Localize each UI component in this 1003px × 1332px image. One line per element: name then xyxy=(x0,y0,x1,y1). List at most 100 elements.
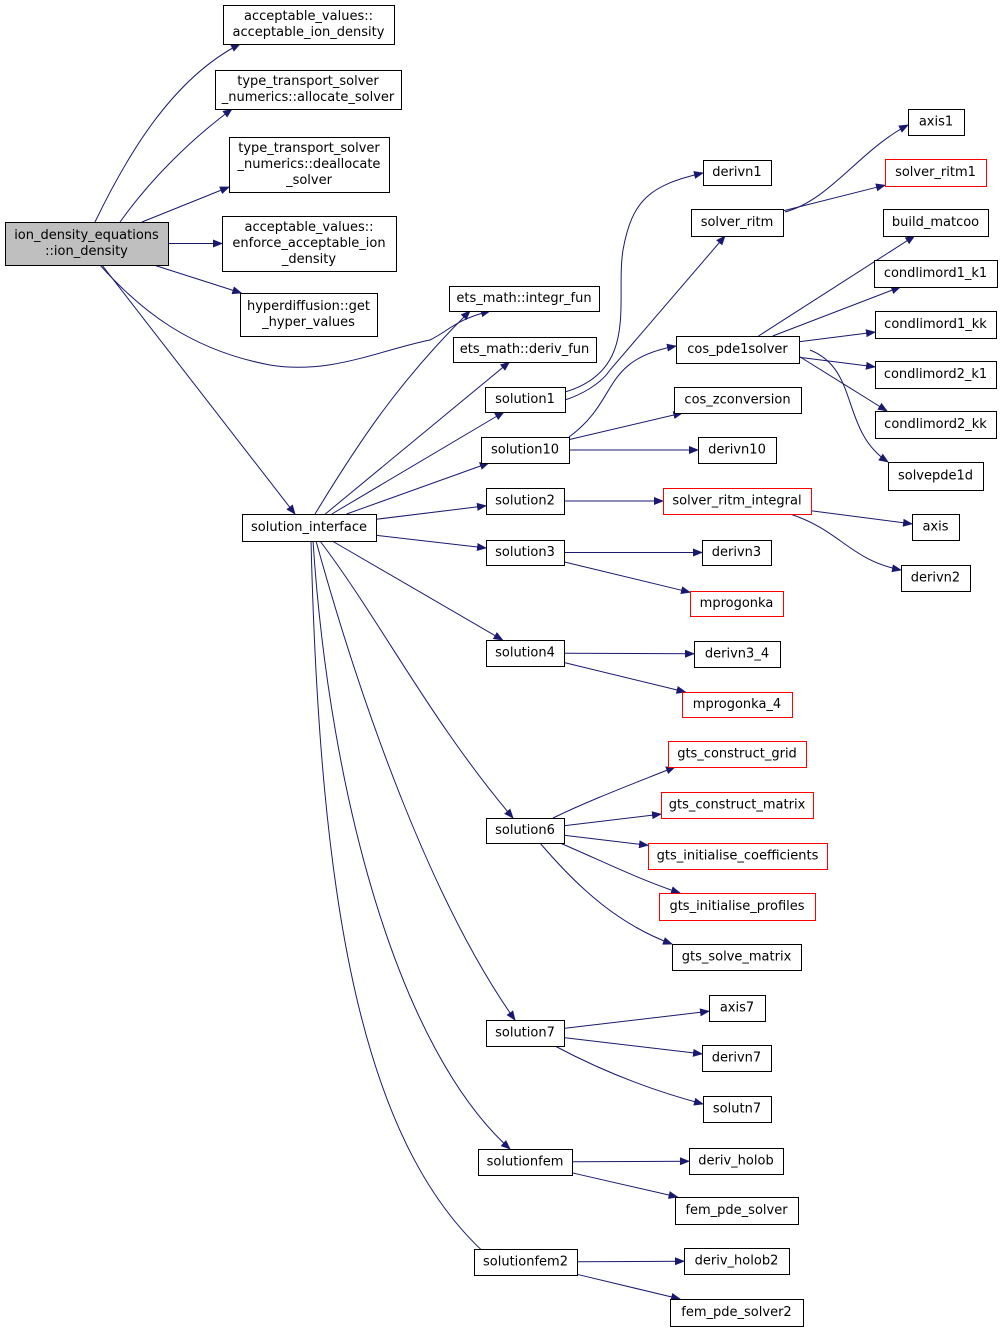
node-label: gts_initialise_coefficients xyxy=(657,849,819,864)
node-derivn3[interactable]: derivn3 xyxy=(702,540,772,566)
node-box xyxy=(703,160,772,186)
edge-solution6-to-gts_construct_matrix xyxy=(563,811,662,827)
node-condlimord1_kk[interactable]: condlimord1_kk xyxy=(875,311,997,339)
node-solver_ritm1[interactable]: solver_ritm1 xyxy=(885,159,987,187)
edge-solutionfem-to-deriv_holob xyxy=(571,1157,690,1166)
node-solutn7[interactable]: solutn7 xyxy=(703,1096,772,1123)
node-allocate_solver[interactable]: type_transport_solver_numerics::allocate… xyxy=(215,70,402,110)
node-box xyxy=(698,437,777,464)
node-solver_ritm[interactable]: solver_ritm xyxy=(691,209,784,237)
node-box xyxy=(702,540,772,566)
node-gts_solve_matrix[interactable]: gts_solve_matrix xyxy=(672,944,802,971)
node-box xyxy=(661,792,814,819)
node-label: solutn7 xyxy=(713,1102,761,1117)
node-box xyxy=(481,437,570,464)
node-solution_interface[interactable]: solution_interface xyxy=(242,514,377,542)
node-solvepde1d[interactable]: solvepde1d xyxy=(888,462,984,491)
node-box xyxy=(682,692,793,718)
node-box xyxy=(663,488,812,515)
edge-solution_interface-to-solution4 xyxy=(331,540,504,641)
node-mprogonka_4[interactable]: mprogonka_4 xyxy=(682,692,793,718)
edge-solver_ritm_integral-to-axis xyxy=(810,510,913,527)
node-label: enforce_acceptable_ion xyxy=(232,236,385,251)
node-label: derivn1 xyxy=(712,165,761,180)
node-fem_pde_solver2[interactable]: fem_pde_solver2 xyxy=(670,1299,804,1327)
node-derivn10[interactable]: derivn10 xyxy=(698,437,777,464)
node-gts_construct_grid[interactable]: gts_construct_grid xyxy=(668,741,807,768)
node-cos_zconversion[interactable]: cos_zconversion xyxy=(674,387,802,414)
node-gts_initialise_profiles[interactable]: gts_initialise_profiles xyxy=(659,893,816,921)
node-label: derivn3 xyxy=(712,545,761,560)
node-axis[interactable]: axis xyxy=(912,514,960,541)
node-label: solution4 xyxy=(495,646,555,661)
node-box xyxy=(240,293,378,337)
edge-solution4-to-mprogonka_4 xyxy=(563,662,687,694)
node-label: fem_pde_solver2 xyxy=(681,1305,791,1320)
node-derivn3_4[interactable]: derivn3_4 xyxy=(694,641,781,668)
node-solution1[interactable]: solution1 xyxy=(485,387,566,413)
node-box xyxy=(486,640,565,667)
node-ion_density[interactable]: ion_density_equations::ion_density xyxy=(5,222,169,266)
node-deriv_holob[interactable]: deriv_holob xyxy=(689,1148,784,1175)
node-solution2[interactable]: solution2 xyxy=(486,488,565,515)
node-cos_pde1solver[interactable]: cos_pde1solver xyxy=(676,336,800,364)
node-solution10[interactable]: solution10 xyxy=(481,437,570,464)
node-deriv_fun[interactable]: ets_math::deriv_fun xyxy=(453,337,597,363)
node-box xyxy=(901,565,971,592)
node-gts_construct_matrix[interactable]: gts_construct_matrix xyxy=(661,792,814,819)
node-label: build_matcoo xyxy=(892,215,979,230)
node-solution7[interactable]: solution7 xyxy=(486,1020,565,1047)
node-solutionfem[interactable]: solutionfem xyxy=(478,1149,573,1176)
node-label: solvepde1d xyxy=(898,469,973,484)
node-label: ion_density_equations xyxy=(14,228,159,243)
node-condlimord2_kk[interactable]: condlimord2_kk xyxy=(875,411,997,439)
edge-solution_interface-to-solution3 xyxy=(375,534,487,551)
node-integr_fun[interactable]: ets_math::integr_fun xyxy=(449,286,600,312)
node-box xyxy=(5,222,169,266)
node-box xyxy=(912,514,960,541)
node-layer: ion_density_equations::ion_density accept… xyxy=(5,5,998,1327)
node-derivn2[interactable]: derivn2 xyxy=(901,565,971,592)
node-box xyxy=(885,159,987,187)
node-solutionfem2[interactable]: solutionfem2 xyxy=(474,1249,578,1276)
node-box xyxy=(485,387,566,413)
node-box xyxy=(486,540,565,566)
node-enforce_acceptable_ion_density[interactable]: acceptable_values::enforce_acceptable_io… xyxy=(222,216,397,272)
node-deallocate_solver[interactable]: type_transport_solver_numerics::dealloca… xyxy=(229,137,390,193)
node-solution6[interactable]: solution6 xyxy=(486,818,565,844)
node-label: _hyper_values xyxy=(261,315,355,330)
node-gts_initialise_coefficients[interactable]: gts_initialise_coefficients xyxy=(648,843,828,870)
node-axis7[interactable]: axis7 xyxy=(709,995,766,1022)
node-label: derivn7 xyxy=(712,1051,761,1066)
edge-cos_pde1solver-to-build_matcoo xyxy=(758,235,916,337)
node-solver_ritm_integral[interactable]: solver_ritm_integral xyxy=(663,488,812,515)
node-label: condlimord1_kk xyxy=(884,317,987,332)
node-solution3[interactable]: solution3 xyxy=(486,540,565,566)
node-box xyxy=(449,286,600,312)
node-get_hyper_values[interactable]: hyperdiffusion::get_hyper_values xyxy=(240,293,378,337)
edge-ion_density-to-solution_interface xyxy=(101,264,296,515)
edge-solution_interface-to-solution1 xyxy=(331,411,505,515)
node-label: _numerics::deallocate xyxy=(237,157,381,172)
node-deriv_holob2[interactable]: deriv_holob2 xyxy=(684,1248,790,1275)
node-label: gts_solve_matrix xyxy=(682,950,792,965)
node-fem_pde_solver[interactable]: fem_pde_solver xyxy=(675,1197,799,1225)
node-acceptable_ion_density[interactable]: acceptable_values::acceptable_ion_densit… xyxy=(223,5,395,45)
node-solution4[interactable]: solution4 xyxy=(486,640,565,667)
node-label: acceptable_values:: xyxy=(245,220,374,235)
edge-solution_interface-to-deriv_fun xyxy=(324,361,511,515)
node-derivn1[interactable]: derivn1 xyxy=(703,160,772,186)
node-condlimord1_k1[interactable]: condlimord1_k1 xyxy=(874,260,998,288)
node-build_matcoo[interactable]: build_matcoo xyxy=(883,209,989,237)
node-mprogonka[interactable]: mprogonka xyxy=(690,591,784,617)
node-box xyxy=(486,818,565,844)
node-label: solution6 xyxy=(495,823,555,838)
node-label: derivn10 xyxy=(708,443,766,458)
edge-solution6-to-gts_construct_grid xyxy=(552,766,676,819)
node-axis1[interactable]: axis1 xyxy=(908,109,965,136)
node-box xyxy=(684,1248,790,1275)
node-label: solutionfem2 xyxy=(483,1255,568,1270)
node-condlimord2_k1[interactable]: condlimord2_k1 xyxy=(875,361,997,389)
node-derivn7[interactable]: derivn7 xyxy=(702,1045,772,1072)
